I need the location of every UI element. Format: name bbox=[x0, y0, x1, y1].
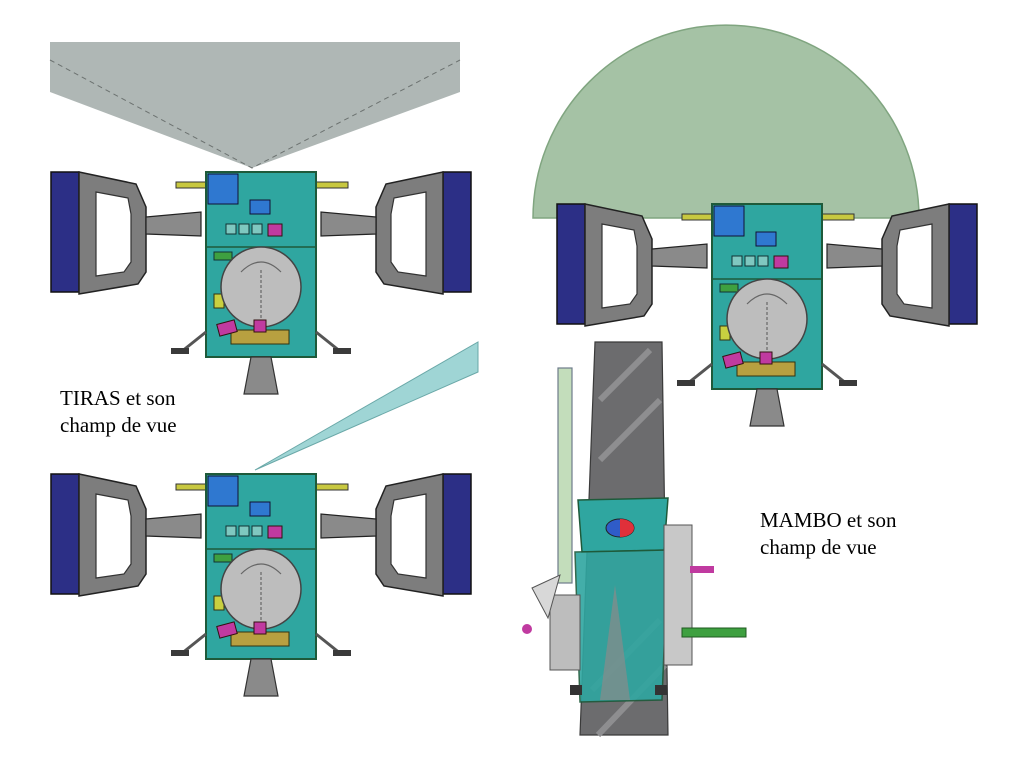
tiras-fov-dashes bbox=[49, 59, 461, 169]
mambo-closeup bbox=[522, 341, 747, 738]
mambo-caption-line2: champ de vue bbox=[760, 535, 877, 559]
mambo-caption-line1: MAMBO et son bbox=[760, 508, 897, 532]
tiras-caption-line2: champ de vue bbox=[60, 413, 177, 437]
mambo-fov-area bbox=[532, 24, 920, 219]
tiras-beam bbox=[254, 341, 479, 471]
mambo-caption: MAMBO et son champ de vue bbox=[760, 507, 897, 561]
spacecraft-icon bbox=[49, 170, 473, 396]
spacecraft-icon bbox=[49, 472, 473, 698]
tiras-caption-line1: TIRAS et son bbox=[60, 386, 176, 410]
tiras-caption: TIRAS et son champ de vue bbox=[60, 385, 177, 439]
tiras-fov-area bbox=[50, 42, 460, 168]
